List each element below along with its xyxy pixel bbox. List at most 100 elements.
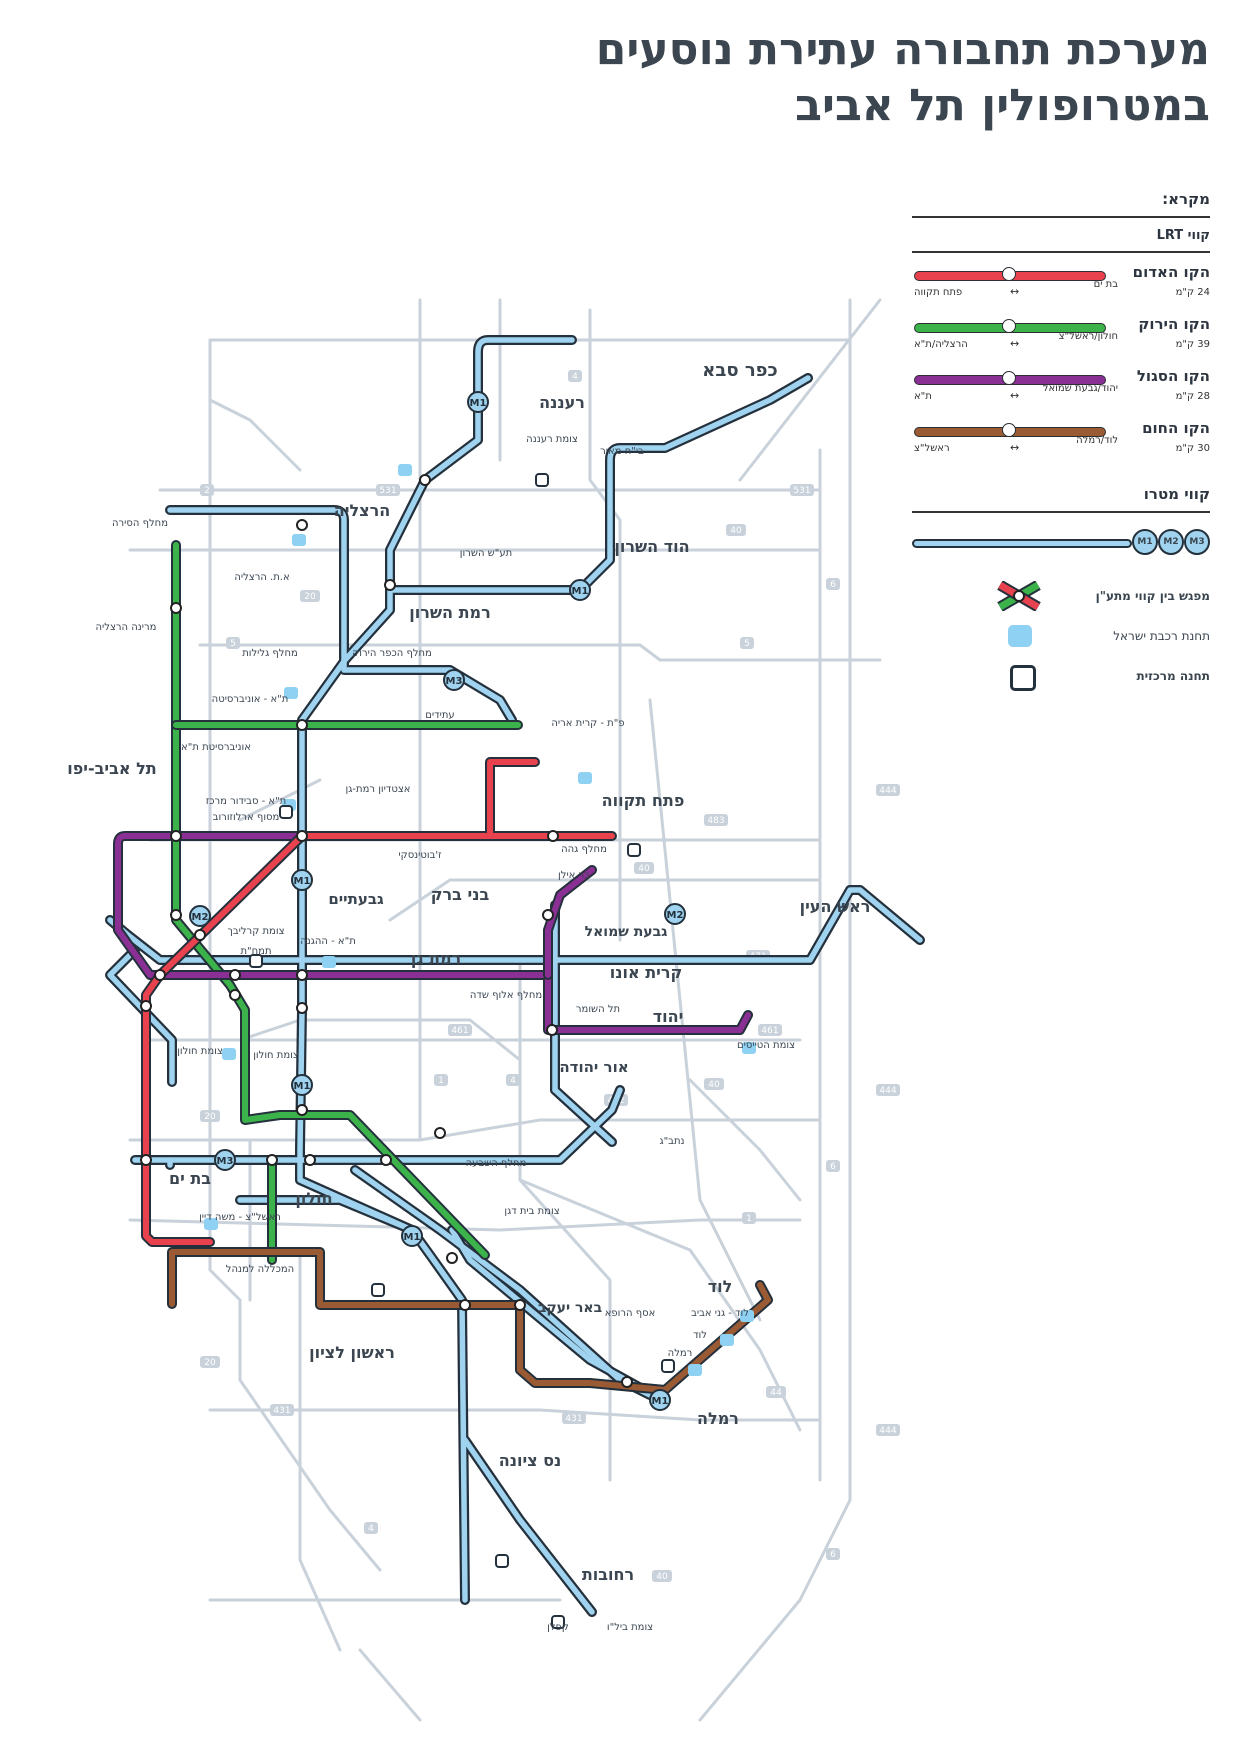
- metro-badge-m1: M1: [291, 1074, 313, 1096]
- road-shield: 40: [634, 862, 654, 874]
- road-shield: 1: [434, 1074, 448, 1086]
- road-shield: 461: [758, 1024, 782, 1036]
- place-label: תמח"ת: [240, 946, 271, 957]
- svg-text:20: 20: [204, 1358, 216, 1368]
- legend-metro-row: M1 M2 M3: [912, 523, 1210, 563]
- svg-text:431: 431: [273, 1406, 290, 1416]
- place-label: מחלף הסירה: [112, 518, 168, 529]
- road-shield: 431: [270, 1404, 294, 1416]
- station-dot-icon: [1002, 267, 1016, 281]
- svg-text:6: 6: [830, 580, 836, 590]
- city-label: בת ים: [169, 1169, 211, 1188]
- svg-text:461: 461: [451, 1026, 468, 1036]
- line-to: פתח תקווה: [914, 287, 963, 298]
- place-label: ז'בוטינסקי: [398, 850, 442, 861]
- road-shield: 4: [568, 370, 582, 382]
- metro-badge-m3: M3: [443, 669, 465, 691]
- svg-text:M2: M2: [667, 910, 684, 921]
- svg-text:44: 44: [770, 1388, 782, 1398]
- line-name: הקו הסגול: [1136, 367, 1210, 385]
- place-label: צומת בית דגן: [504, 1206, 559, 1217]
- city-label: פתח תקווה: [602, 791, 685, 810]
- place-label: ראשל"צ - משה דיין: [199, 1212, 281, 1223]
- road-shield: 40: [726, 524, 746, 536]
- line-from: לוד/רמלה: [1076, 435, 1118, 446]
- double-arrow-icon: ↔: [1010, 285, 1020, 298]
- station-dot-icon: [1002, 319, 1016, 333]
- line-name: הקו החום: [1142, 419, 1210, 437]
- road-shield: 6: [826, 1160, 840, 1172]
- svg-text:M3: M3: [446, 676, 463, 687]
- station-dot-icon: [1002, 371, 1016, 385]
- line-from: חולון/ראשל"צ: [1058, 331, 1118, 342]
- legend-bus-row: תחנה מרכזית: [912, 661, 1210, 701]
- metro-heading: קווי מטרו: [912, 485, 1210, 513]
- rail-station-icon: [740, 1310, 754, 1322]
- line-to: הרצליה/ת"א: [914, 339, 968, 350]
- road-shield: 20: [300, 590, 320, 602]
- rail-label: תחנת רכבת ישראל: [1113, 629, 1210, 643]
- map-legend: מקרא: קווי LRT הקו האדום 24 ק"מ בת ים ↔ …: [912, 190, 1210, 701]
- svg-text:431: 431: [565, 1414, 582, 1424]
- metro-badge-m1: M1: [467, 391, 489, 413]
- bus-label: תחנה מרכזית: [1136, 669, 1210, 683]
- road-shield: 5: [740, 637, 754, 649]
- metro-badge-m2-icon: M2: [1158, 529, 1184, 555]
- bus-station-icon: [627, 843, 641, 857]
- place-label: תע"ש השרון: [460, 548, 512, 559]
- line-length: 24 ק"מ: [1175, 287, 1210, 298]
- svg-text:444: 444: [879, 786, 896, 796]
- lrt-lines: [113, 540, 773, 1395]
- rail-station-icon: [222, 1048, 236, 1060]
- lrt-heading: קווי LRT: [912, 228, 1210, 253]
- metro-badge-m2: M2: [664, 903, 686, 925]
- city-label: רעננה: [539, 393, 585, 412]
- place-label: רמלה: [668, 1348, 693, 1359]
- svg-text:5: 5: [230, 639, 236, 649]
- line-to: ת"א: [914, 391, 932, 402]
- bus-station-icon: [495, 1554, 509, 1568]
- place-label: אסף הרופא: [605, 1308, 656, 1319]
- place-label: תל השומר: [576, 1004, 620, 1015]
- city-label: הרצליה: [334, 501, 390, 520]
- metro-badge-m1: M1: [649, 1389, 671, 1411]
- svg-text:M1: M1: [294, 876, 311, 887]
- city-label: רחובות: [582, 1565, 634, 1584]
- road-shield: 444: [876, 1424, 900, 1436]
- place-labels: מחלף הסירה מרינה הרצליה א.ת. הרצליה מחלף…: [96, 434, 796, 1633]
- road-shield: 40: [652, 1570, 672, 1582]
- city-label: נס ציונה: [499, 1451, 562, 1470]
- svg-text:4: 4: [368, 1524, 374, 1534]
- place-label: קפלן: [547, 1622, 569, 1633]
- road-shield: 2: [200, 484, 214, 496]
- place-label: מחלף גלילות: [242, 648, 298, 659]
- legend-interchange-row: מפגש בין קווי מתע"ן: [912, 581, 1210, 621]
- metro-badge-m1-icon: M1: [1132, 529, 1158, 555]
- metro-lines: [105, 335, 925, 1617]
- svg-text:4: 4: [572, 372, 578, 382]
- svg-text:531: 531: [793, 486, 810, 496]
- city-label: ראש העין: [800, 897, 871, 916]
- place-label: מחלף אלוף שדה: [470, 990, 542, 1001]
- double-arrow-icon: ↔: [1010, 389, 1020, 402]
- svg-text:531: 531: [379, 486, 396, 496]
- title-line-1: מערכת תחבורה עתירת נוסעים: [595, 24, 1210, 75]
- city-label: לוד: [708, 1277, 733, 1296]
- bus-station-icon: [249, 954, 263, 968]
- interchange-stations: [140, 474, 633, 1388]
- bus-icon: [1010, 665, 1036, 691]
- road-shield: 444: [876, 784, 900, 796]
- place-label: מרינה הרצליה: [96, 622, 157, 633]
- svg-text:20: 20: [304, 592, 316, 602]
- rail-station-icon: [284, 687, 298, 699]
- metro-badge-m2: M2: [189, 905, 211, 927]
- rail-station-icon: [322, 956, 336, 968]
- road-shield: 4: [364, 1522, 378, 1534]
- line-name: הקו האדום: [1132, 263, 1210, 281]
- place-label: בר אילן: [558, 870, 590, 881]
- place-label: אוניברסיטת ת"א: [181, 742, 251, 753]
- svg-text:40: 40: [708, 1080, 720, 1090]
- line-from: בת ים: [1093, 279, 1118, 290]
- city-label: גבעת שמואל: [585, 924, 668, 940]
- svg-text:5: 5: [744, 639, 750, 649]
